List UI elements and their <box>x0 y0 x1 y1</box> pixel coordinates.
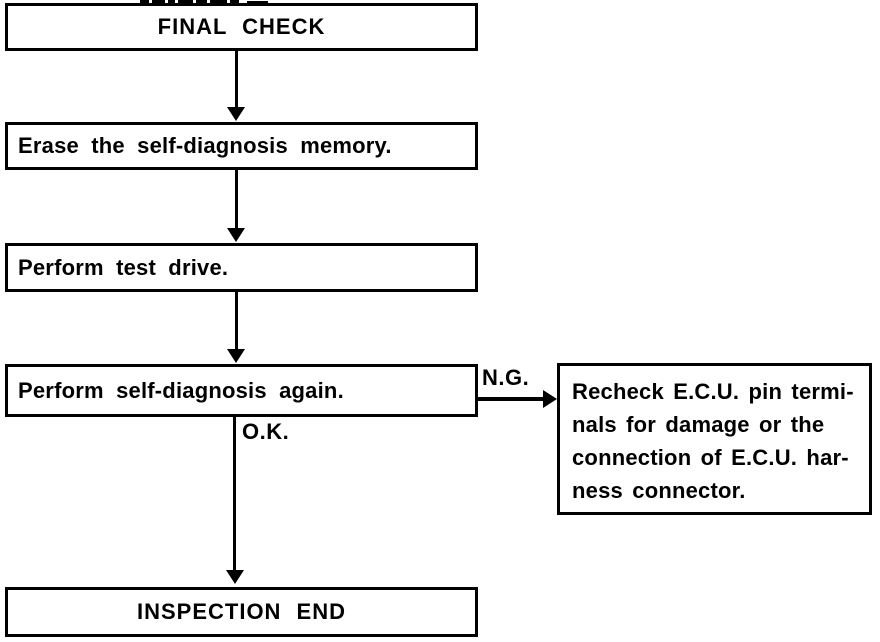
scan-artifact <box>140 0 149 3</box>
arrow-down-icon <box>227 228 245 242</box>
flow-node-erase-memory: Erase the self-diagnosis memory. <box>5 122 478 170</box>
flow-node-label: FINAL CHECK <box>157 14 326 39</box>
flow-node-test-drive: Perform test drive. <box>5 243 478 292</box>
flow-node-inspection-end: INSPECTION END <box>5 587 478 637</box>
flow-node-label-line: connection of E.C.U. har- <box>572 445 849 470</box>
connector-line <box>233 415 236 571</box>
flow-node-recheck-ecu: Recheck E.C.U. pin termi- nals for damag… <box>557 363 872 515</box>
connector-line <box>235 290 238 350</box>
scan-artifact <box>152 0 165 3</box>
arrow-down-icon <box>226 570 244 584</box>
flow-node-self-diagnosis-again: Perform self-diagnosis again. <box>5 364 478 417</box>
scan-artifact <box>230 0 239 3</box>
flow-node-label-line: Recheck E.C.U. pin termi- <box>572 379 854 404</box>
flow-node-label-line: nals for damage or the <box>572 412 825 437</box>
edge-label-ng: N.G. <box>482 365 530 390</box>
arrow-down-icon <box>227 107 245 121</box>
flow-node-label: INSPECTION END <box>136 599 347 624</box>
flow-node-label: Erase the self-diagnosis memory. <box>18 133 392 158</box>
arrow-right-icon <box>543 390 557 408</box>
flow-node-label: Perform test drive. <box>18 254 229 280</box>
scan-artifact <box>168 0 175 3</box>
scan-artifact <box>178 0 193 3</box>
edge-label-ok: O.K. <box>242 419 290 444</box>
connector-line <box>476 397 544 401</box>
flow-node-label-line: ness connector. <box>572 478 746 503</box>
scan-artifact <box>196 0 207 3</box>
connector-line <box>235 49 238 108</box>
arrow-down-icon <box>227 349 245 363</box>
scan-artifact <box>210 0 227 3</box>
flow-node-final-check: FINAL CHECK <box>5 3 478 51</box>
connector-line <box>235 168 238 229</box>
flow-node-label: Perform self-diagnosis again. <box>18 377 344 403</box>
